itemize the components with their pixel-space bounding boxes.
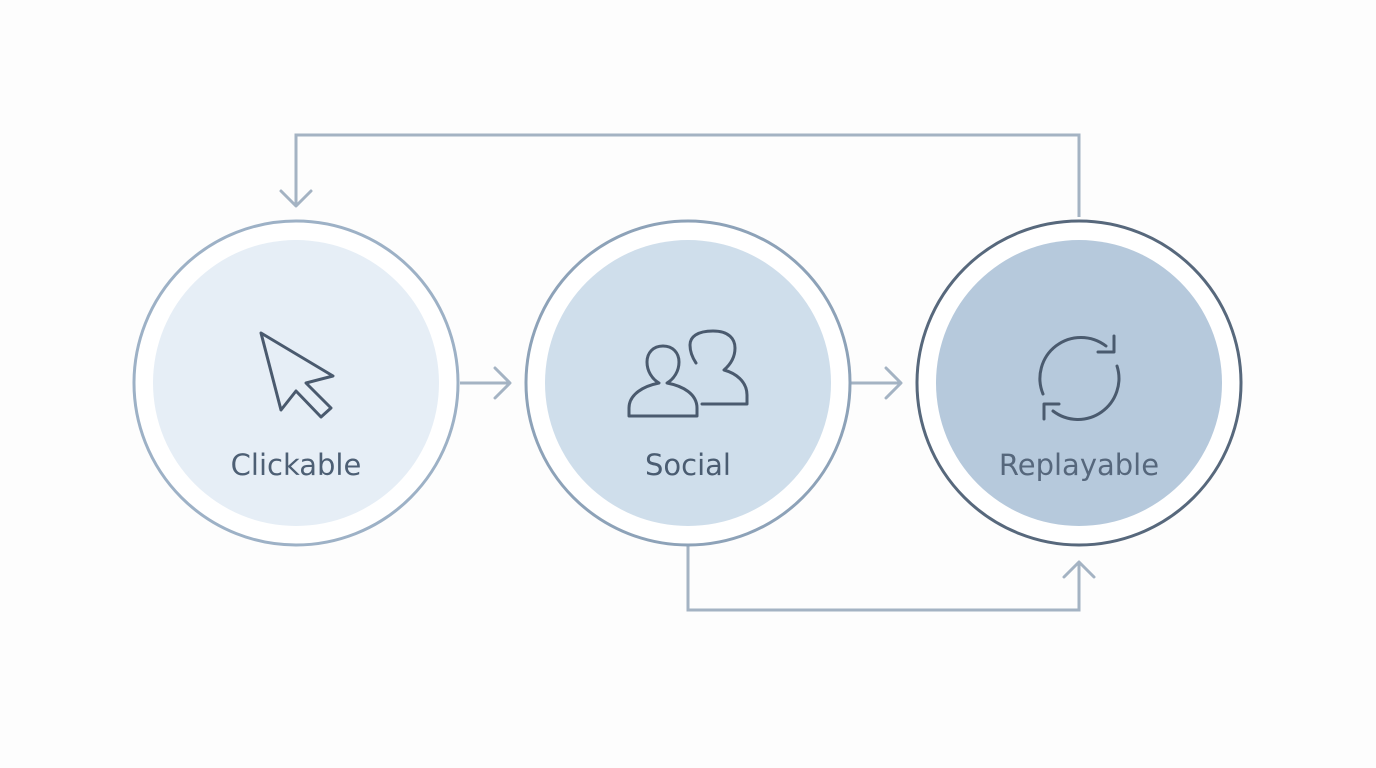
arrowhead-right-icon xyxy=(884,366,903,400)
refresh-icon xyxy=(1038,334,1121,421)
node-clickable: Clickable xyxy=(132,219,460,547)
connector-social-to-replayable xyxy=(851,366,903,400)
arrowhead-right-icon xyxy=(493,366,512,400)
users-icon xyxy=(627,329,749,418)
node-social: Social xyxy=(524,219,852,547)
arrowhead-up-icon xyxy=(1062,560,1096,579)
connector-clickable-to-social xyxy=(460,366,512,400)
connector-social-to-replayable-bottom xyxy=(686,546,1096,612)
node-label-replayable: Replayable xyxy=(999,448,1159,482)
node-fill xyxy=(936,240,1222,526)
node-fill xyxy=(545,240,831,526)
connector-replayable-to-clickable xyxy=(279,133,1081,217)
arrowhead-down-icon xyxy=(279,189,313,208)
node-label-social: Social xyxy=(645,448,731,482)
node-label-clickable: Clickable xyxy=(231,448,362,482)
cursor-icon xyxy=(259,331,335,419)
node-replayable: Replayable xyxy=(915,219,1243,547)
node-fill xyxy=(153,240,439,526)
